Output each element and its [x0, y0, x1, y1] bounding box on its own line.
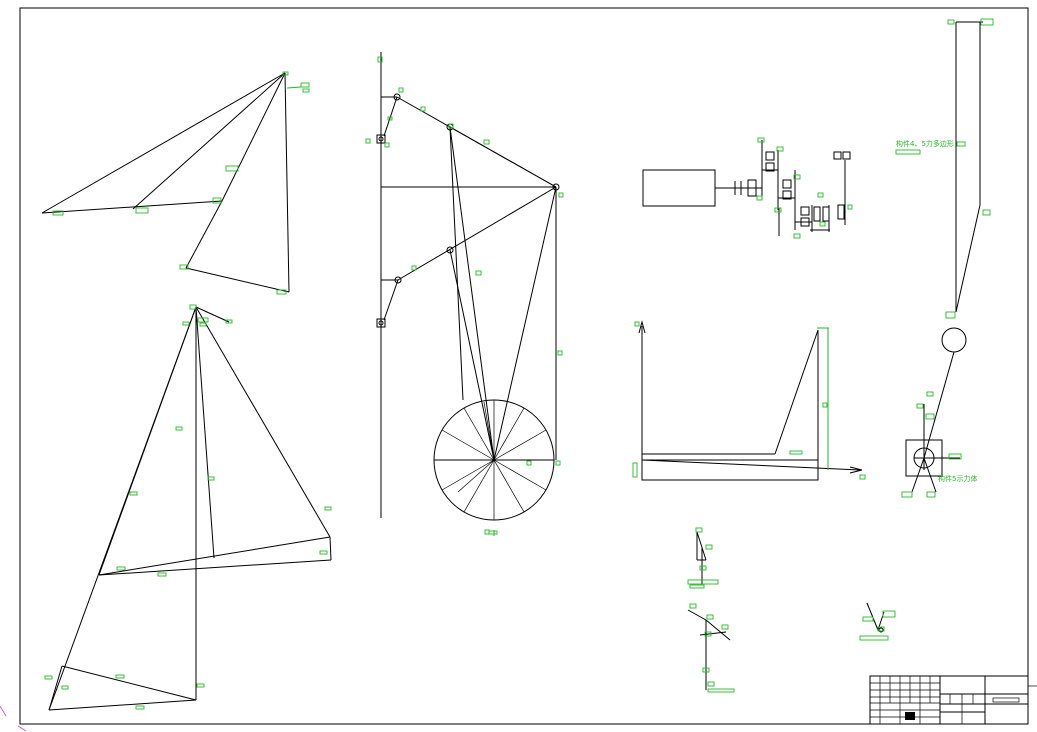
force-polygon-lower-left [44, 304, 332, 711]
linkage-mechanism [365, 52, 564, 536]
corner-mark [0, 705, 27, 732]
gear-train-diagram [642, 137, 853, 239]
free-body-note: 构件5示力体 [938, 474, 977, 483]
small-force-sketches [687, 527, 896, 693]
polygon-note: 构件4、5力多边形 [896, 139, 954, 148]
free-body-diagram: 构件5示力体 [901, 327, 977, 498]
force-polygon-upper-left [41, 71, 310, 295]
drawing-border [19, 7, 1029, 725]
title-block [869, 675, 1037, 725]
resistance-diagram [632, 320, 866, 481]
force-polygon-right: 构件4、5力多边形 [895, 18, 994, 319]
